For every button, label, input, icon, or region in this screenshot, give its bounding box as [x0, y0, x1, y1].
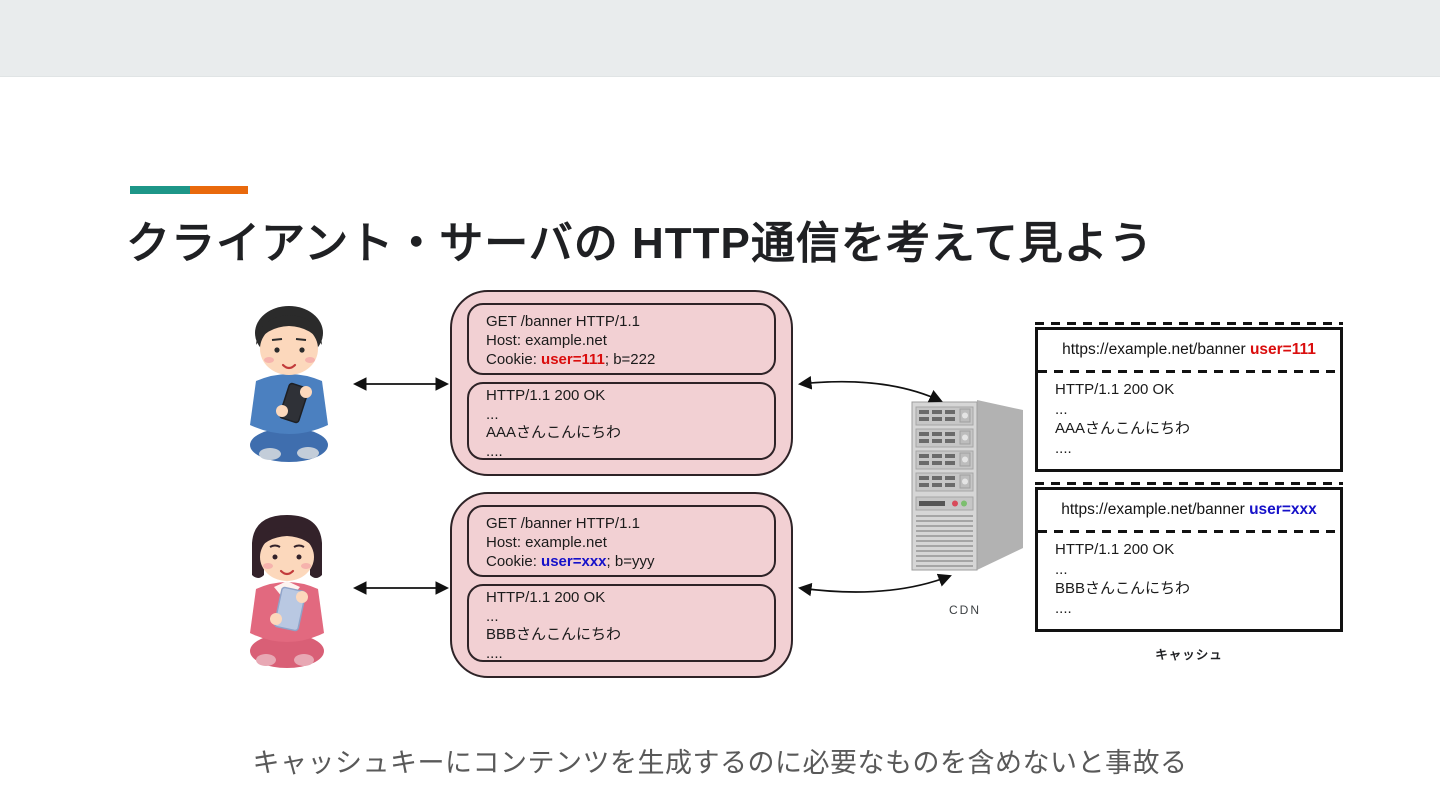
cookie-label: Cookie: [486, 351, 542, 368]
cookie-label: Cookie: [486, 553, 542, 570]
cache-status: HTTP/1.1 200 OK [1055, 541, 1175, 558]
top-band [0, 0, 1440, 77]
exchange1-bubble: GET /banner HTTP/1.1 Host: example.net C… [450, 290, 793, 476]
server-drive-bays [915, 406, 974, 492]
cache-content: BBBさんこんにちわ [1055, 580, 1191, 597]
exchange2-request-box: GET /banner HTTP/1.1 Host: example.net C… [467, 505, 776, 577]
accent-bar-orange [190, 186, 248, 194]
cache-dashed-divider [1038, 530, 1340, 533]
cache-url-text: https://example.net/banner [1062, 341, 1250, 358]
client1-boy-illustration [250, 306, 328, 462]
slide-title: クライアント・サーバの HTTP通信を考えて見よう [126, 219, 1154, 268]
cache-content: AAAさんこんにちわ [1055, 420, 1191, 437]
cache-key-url: https://example.net/banner user=xxx [1038, 490, 1340, 530]
cache-dots: .... [1055, 439, 1072, 457]
cache-response-body: HTTP/1.1 200 OK ... BBBさんこんにちわ .... [1038, 533, 1340, 618]
cache-dashed-divider [1038, 370, 1340, 373]
response-dots: ... [486, 607, 499, 625]
cache-response-body: HTTP/1.1 200 OK ... AAAさんこんにちわ .... [1038, 373, 1340, 458]
cookie-key-highlight: user=111 [541, 351, 605, 368]
cache-key-url: https://example.net/banner user=111 [1038, 330, 1340, 370]
response-status: HTTP/1.1 200 OK [486, 589, 606, 606]
response-dots: ... [486, 405, 499, 423]
response-body: BBBさんこんにちわ [486, 626, 622, 643]
cache-key-highlight: user=111 [1249, 341, 1316, 358]
server-vents [916, 515, 973, 567]
cache-dots: ... [1055, 400, 1068, 418]
cache-label: キャッシュ [1155, 648, 1223, 662]
cache-dots: .... [1055, 599, 1072, 617]
response-body: AAAさんこんにちわ [486, 424, 622, 441]
request-line-cookie: Cookie: user=xxx; b=yyy [486, 552, 766, 571]
bottom-caption: キャッシュキーにコンテンツを生成するのに必要なものを含めないと事故る [252, 748, 1188, 778]
cache-entry-user111: https://example.net/banner user=111 HTTP… [1035, 322, 1343, 472]
exchange2-bubble: GET /banner HTTP/1.1 Host: example.net C… [450, 492, 793, 678]
request-line-method: GET /banner HTTP/1.1 [486, 515, 640, 532]
client2-girl-illustration [250, 515, 324, 668]
request-line-method: GET /banner HTTP/1.1 [486, 313, 640, 330]
title-accent-bars [130, 186, 248, 194]
cdn-label: CDN [949, 603, 981, 617]
accent-bar-teal [130, 186, 190, 194]
request-line-host: Host: example.net [486, 534, 607, 551]
request-line-host: Host: example.net [486, 332, 607, 349]
cache-status: HTTP/1.1 200 OK [1055, 381, 1175, 398]
request-line-cookie: Cookie: user=111; b=222 [486, 350, 766, 369]
cache-url-text: https://example.net/banner [1061, 501, 1250, 518]
cookie-key-highlight: user=xxx [541, 553, 607, 570]
server-led-panel [915, 496, 974, 511]
exchange1-response-box: HTTP/1.1 200 OK ... AAAさんこんにちわ .... [467, 382, 776, 460]
cache-dots: ... [1055, 560, 1068, 578]
response-dots: .... [486, 644, 503, 662]
exchange2-response-box: HTTP/1.1 200 OK ... BBBさんこんにちわ .... [467, 584, 776, 662]
cache-entry-userxxx: https://example.net/banner user=xxx HTTP… [1035, 482, 1343, 632]
response-dots: .... [486, 442, 503, 460]
arrow-bubble2-cdn [797, 573, 952, 597]
exchange1-request-box: GET /banner HTTP/1.1 Host: example.net C… [467, 303, 776, 375]
cdn-server-illustration [911, 400, 1023, 571]
cookie-rest: ; b=222 [604, 351, 656, 368]
cookie-rest: ; b=yyy [606, 553, 655, 570]
response-status: HTTP/1.1 200 OK [486, 387, 606, 404]
cache-key-highlight: user=xxx [1249, 501, 1317, 518]
